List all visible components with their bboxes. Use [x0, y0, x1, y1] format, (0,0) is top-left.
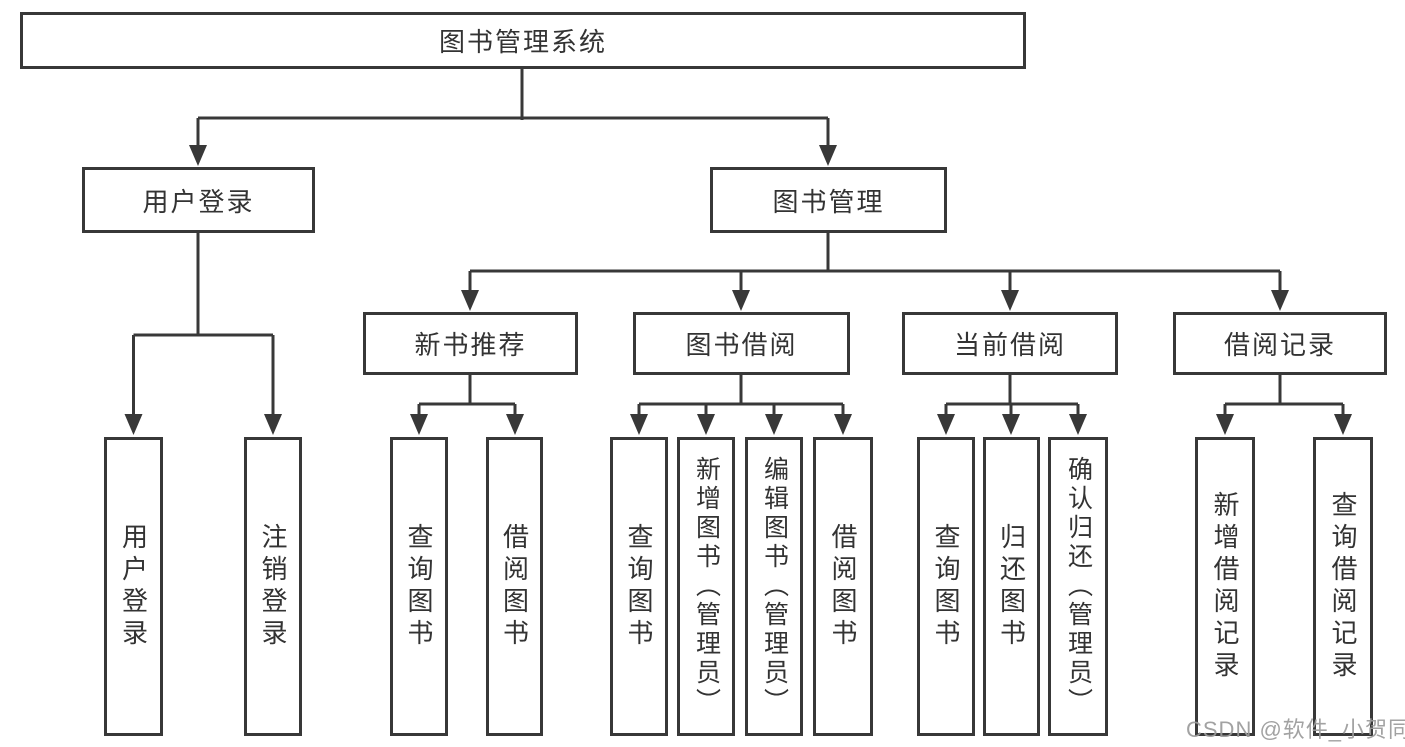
- node-user-login: 用户登录: [82, 167, 315, 233]
- leaf-add-book-admin: 新增图书（管理员）: [677, 437, 735, 736]
- leaf-query-books-borrowing: 查询图书: [610, 437, 668, 736]
- leaf-user-login: 用户登录: [104, 437, 163, 736]
- leaf-query-books-current: 查询图书: [917, 437, 975, 736]
- node-new-book-recommend: 新书推荐: [363, 312, 578, 375]
- leaf-logout: 注销登录: [244, 437, 302, 736]
- node-book-management: 图书管理: [710, 167, 947, 233]
- leaf-query-books-recommend: 查询图书: [390, 437, 448, 736]
- watermark-text: CSDN @软件_小贺同学: [1186, 717, 1405, 742]
- leaf-edit-book-admin: 编辑图书（管理员）: [745, 437, 803, 736]
- leaf-borrow-books-recommend: 借阅图书: [486, 437, 543, 736]
- node-current-borrowing: 当前借阅: [902, 312, 1118, 375]
- leaf-borrow-books-borrowing: 借阅图书: [813, 437, 873, 736]
- leaf-confirm-return-admin: 确认归还（管理员）: [1048, 437, 1108, 736]
- node-library-management-system: 图书管理系统: [20, 12, 1026, 69]
- leaf-add-borrow-record: 新增借阅记录: [1195, 437, 1255, 736]
- node-book-borrowing: 图书借阅: [633, 312, 850, 375]
- leaf-return-book: 归还图书: [983, 437, 1040, 736]
- node-borrow-records: 借阅记录: [1173, 312, 1387, 375]
- leaf-query-borrow-record: 查询借阅记录: [1313, 437, 1373, 736]
